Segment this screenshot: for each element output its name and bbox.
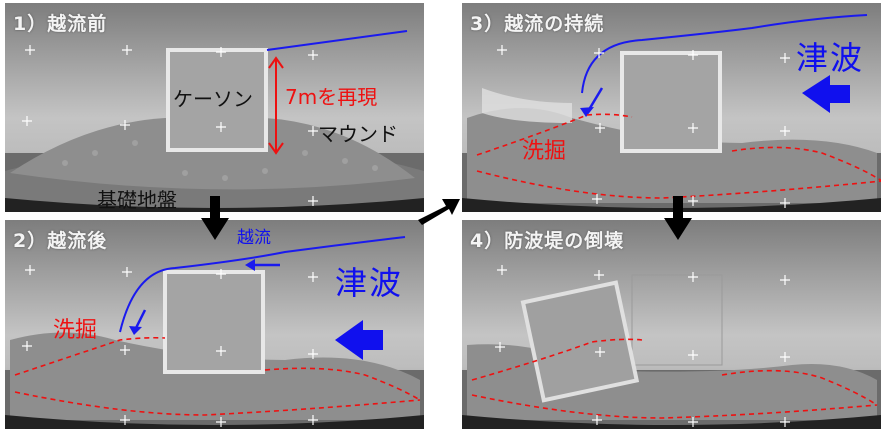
overflow-label: 越流 <box>237 228 271 248</box>
scour-label: 洗掘 <box>522 139 567 164</box>
mound-label: マウンド <box>318 122 398 146</box>
scour-outline <box>14 336 421 416</box>
panel-title: 1）越流前 <box>13 13 108 35</box>
scour-outline <box>476 113 881 199</box>
panel-breakwater-collapse: 4）防波堤の倒壊 <box>462 220 881 429</box>
panel-title: 3）越流の持続 <box>470 13 605 35</box>
scour-outline <box>471 338 878 419</box>
height-label: 7mを再現 <box>285 85 378 109</box>
panel-after-overflow: 2）越流後 越流 津波 洗掘 <box>5 220 424 429</box>
arrow-down-icon <box>201 196 229 240</box>
panel-before-overflow: 1）越流前 ケーソン 7mを再現 マウンド 基礎地盤 <box>5 3 424 212</box>
arrow-down-icon <box>664 196 692 240</box>
panel-title: 4）防波堤の倒壊 <box>470 230 625 252</box>
scene-photo <box>5 30 424 212</box>
panel-title: 2）越流後 <box>13 230 108 252</box>
tsunami-label: 津波 <box>335 264 404 302</box>
caisson-label: ケーソン <box>173 87 253 111</box>
panel-continued-overflow: 3）越流の持続 津波 洗掘 <box>462 3 881 212</box>
scene-photo <box>462 14 881 212</box>
tsunami-label: 津波 <box>796 39 865 77</box>
scene-photo <box>462 265 881 429</box>
scour-label: 洗掘 <box>53 318 98 343</box>
scene-photo <box>5 236 424 429</box>
marker-crosses <box>22 45 318 206</box>
arrow-diagonal-icon <box>418 199 460 225</box>
foundation-label: 基礎地盤 <box>97 188 177 212</box>
